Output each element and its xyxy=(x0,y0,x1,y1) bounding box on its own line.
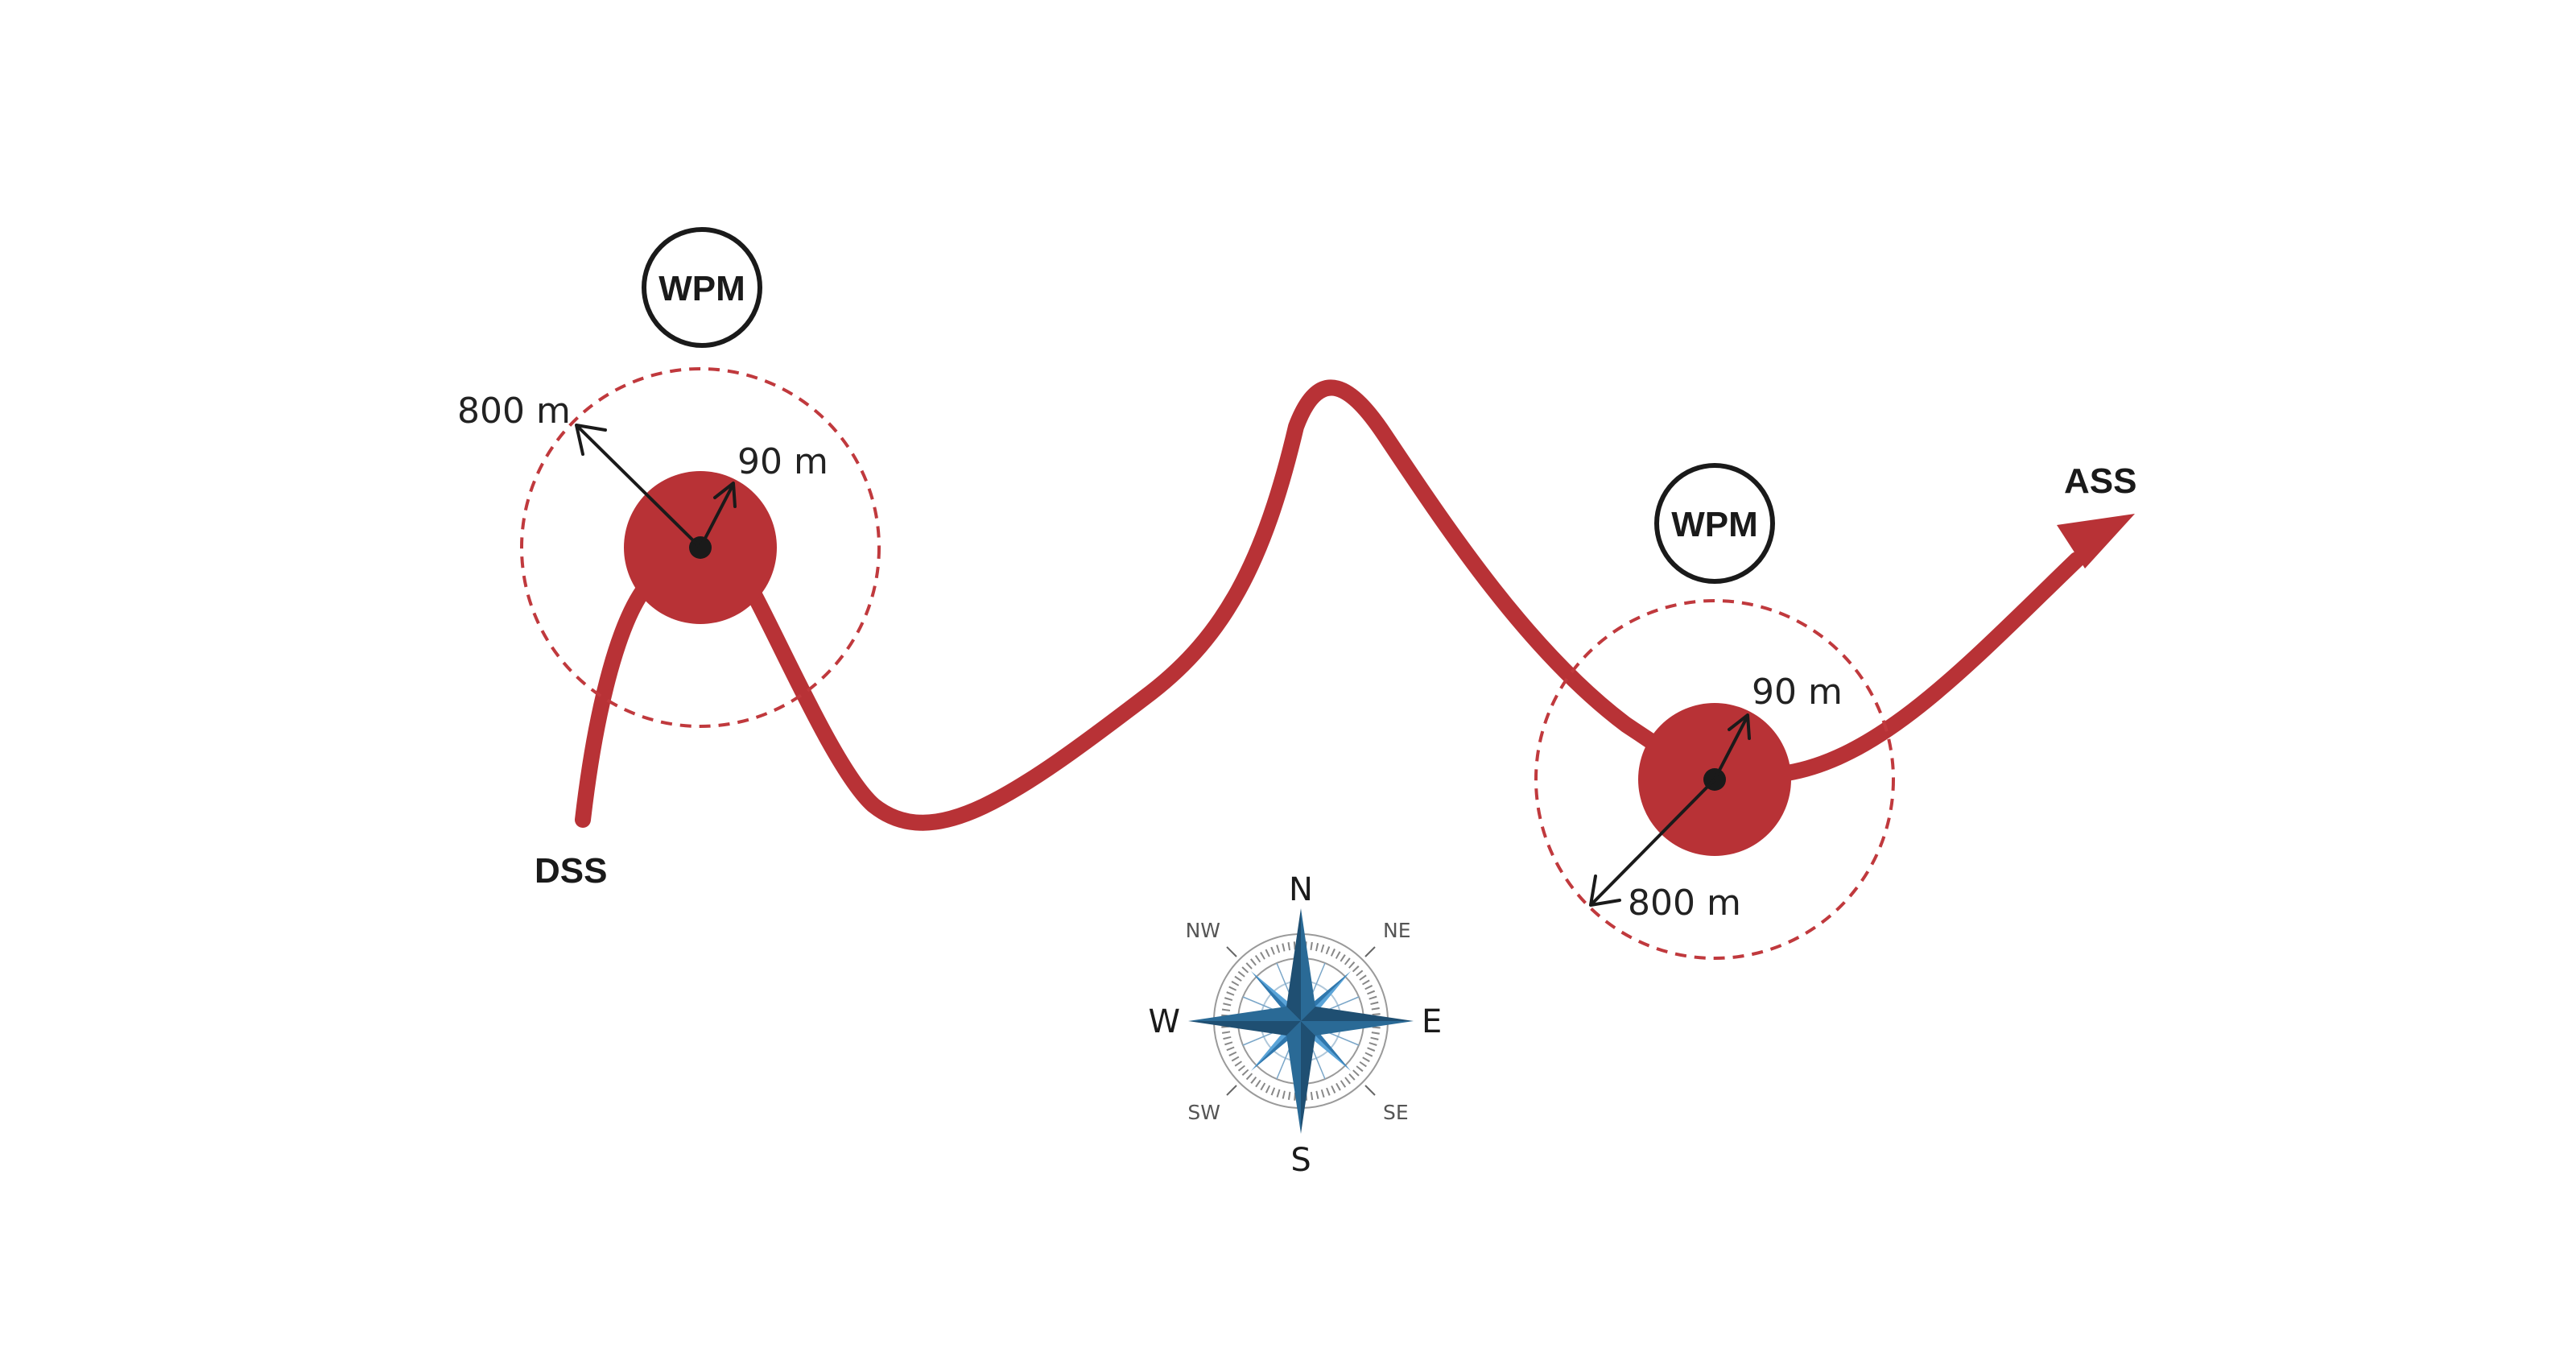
compass-southeast-label: SE xyxy=(1383,1101,1409,1124)
waypoint-2-outer-arrow xyxy=(1591,778,1716,905)
waypoint-1-badge xyxy=(642,227,762,348)
waypoint-1-inner-arrowhead xyxy=(713,482,737,508)
waypoint-1-badge-label: WPM xyxy=(658,269,745,308)
waypoint-2-inner-arrowhead xyxy=(1728,713,1751,740)
compass-intercardinal-ticks xyxy=(1226,946,1376,1096)
waypoint-1-outer-arrow xyxy=(576,425,702,549)
compass-cardinal-star xyxy=(1188,908,1414,1134)
waypoint-2: 90 m 800 m WPM xyxy=(1534,463,1895,960)
waypoint-1: 800 m 90 m WPM xyxy=(457,227,881,728)
route-path xyxy=(575,379,2085,831)
compass-northwest-label: NW xyxy=(1186,919,1220,942)
waypoint-1-outer-label: 800 m xyxy=(457,391,571,432)
waypoint-1-inner-arrow xyxy=(699,485,734,548)
waypoint-2-badge-label: WPM xyxy=(1671,505,1758,544)
waypoint-2-inner-label: 90 m xyxy=(1752,672,1843,713)
compass-north-label: N xyxy=(1289,871,1313,908)
route-end-arrowhead xyxy=(2057,514,2135,569)
compass-rose: N S E W NE NW SE SW xyxy=(1148,871,1442,1179)
waypoint-1-outer-radius xyxy=(520,367,881,728)
waypoint-2-outer-arrowhead xyxy=(1589,874,1621,907)
waypoint-2-outer-label: 800 m xyxy=(1628,883,1741,924)
compass-south-label: S xyxy=(1290,1142,1311,1179)
compass-northeast-label: NE xyxy=(1383,919,1411,942)
route-start-label: DSS xyxy=(535,851,607,891)
waypoint-1-outer-arrowhead xyxy=(575,424,607,456)
route-end-label: ASS xyxy=(2064,461,2136,501)
compass-southwest-label: SW xyxy=(1187,1101,1220,1124)
waypoint-2-badge xyxy=(1654,463,1775,584)
compass-east-label: E xyxy=(1422,1003,1442,1040)
waypoint-1-inner-label: 90 m xyxy=(737,441,828,482)
compass-west-label: W xyxy=(1148,1003,1180,1040)
waypoint-2-inner-arrow xyxy=(1713,717,1748,780)
waypoint-2-outer-radius xyxy=(1534,599,1895,960)
